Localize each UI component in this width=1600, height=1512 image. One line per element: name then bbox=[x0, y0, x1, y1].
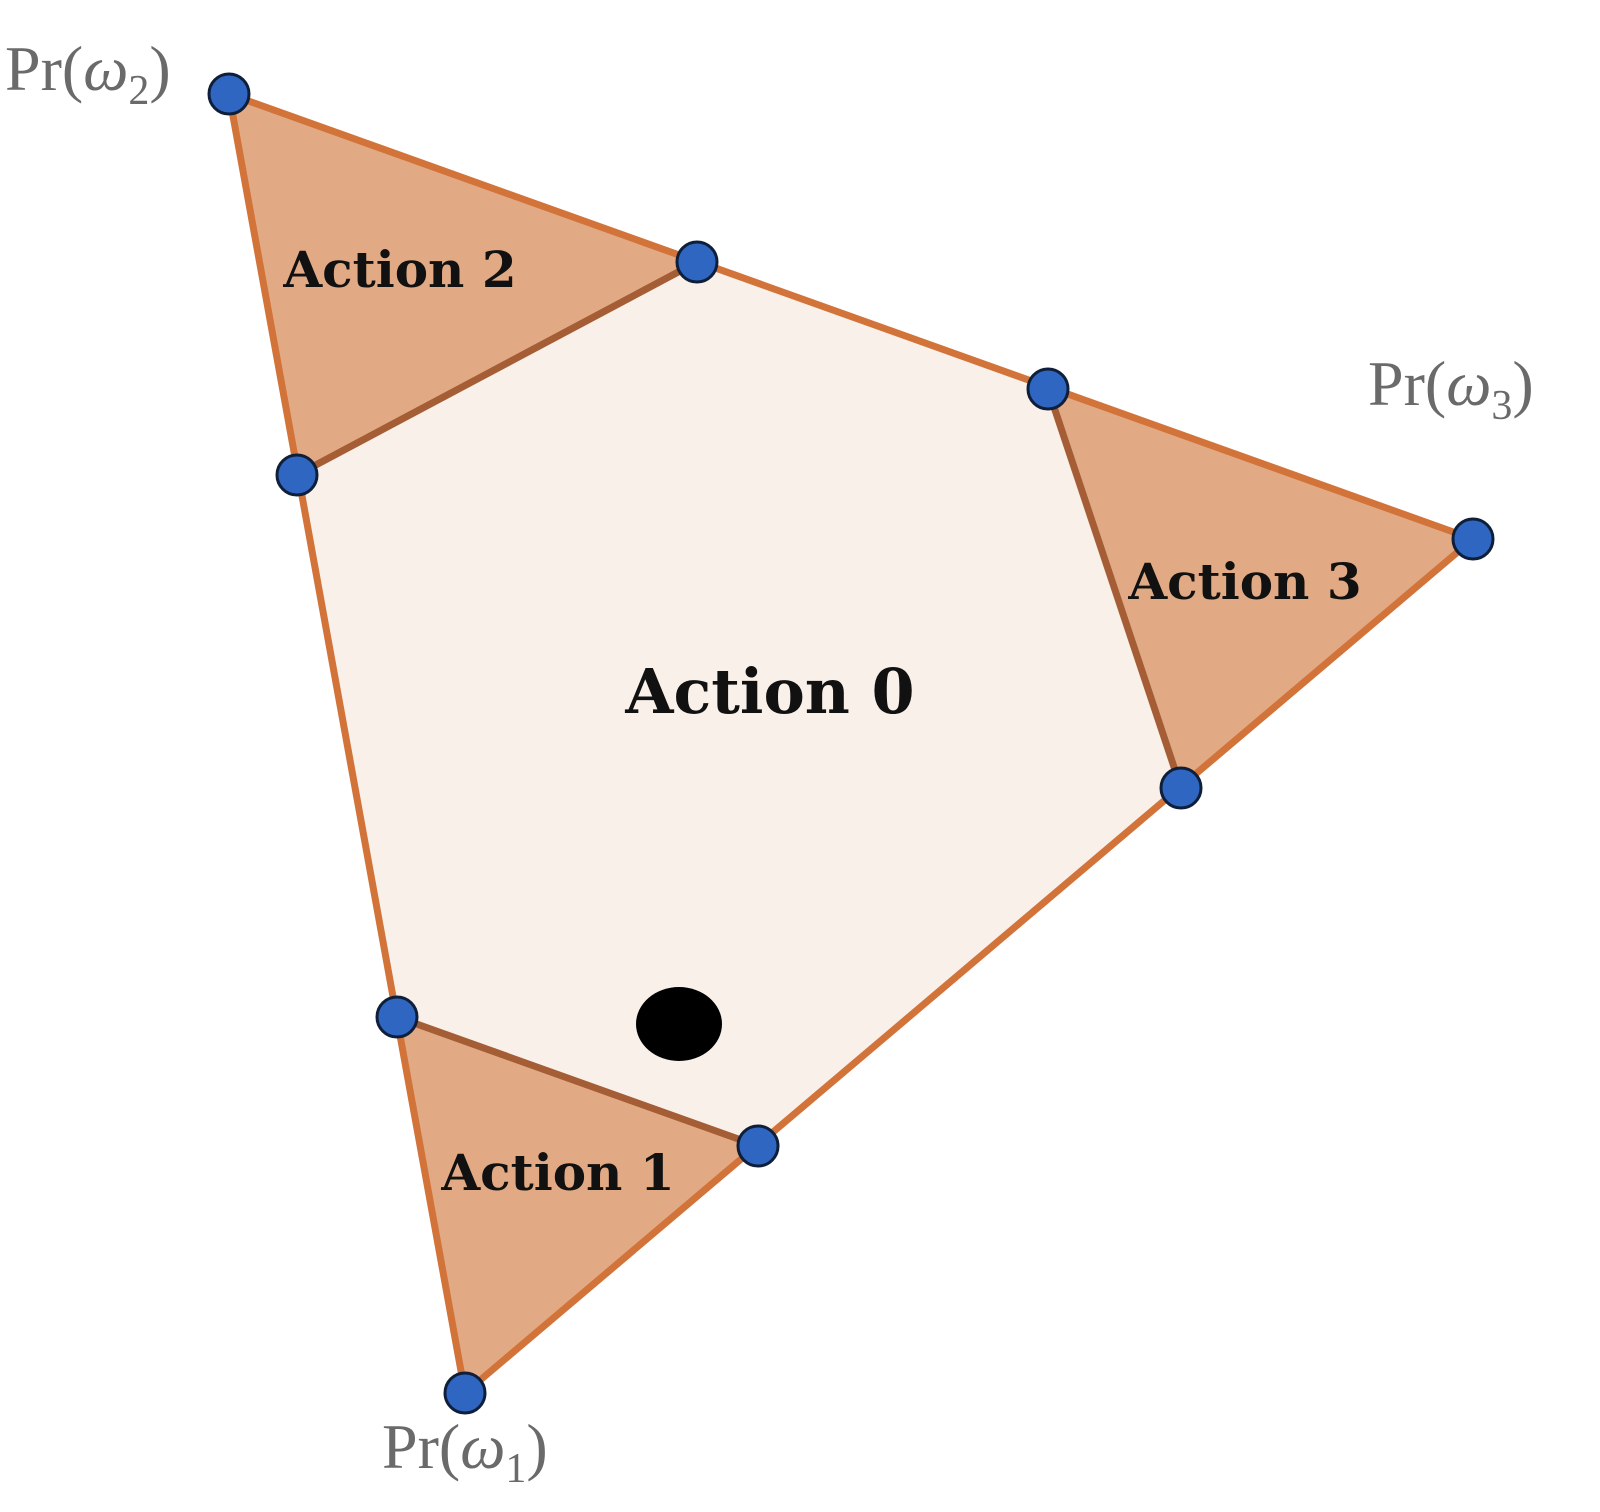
divider-action-2 bbox=[295, 258, 699, 479]
region-action-3 bbox=[1048, 389, 1473, 788]
vertex-label-omega3: Pr(ω3) bbox=[1368, 348, 1534, 429]
vertex-label-omega2: Pr(ω2) bbox=[5, 33, 171, 114]
divider-action-1 bbox=[395, 1013, 760, 1150]
boundary-points bbox=[207, 72, 1495, 1415]
boundary-point bbox=[275, 453, 319, 497]
label-action-2: Action 2 bbox=[282, 240, 516, 299]
boundary-point bbox=[375, 995, 419, 1039]
vertex-point-omega2 bbox=[207, 72, 251, 116]
divider-action-3 bbox=[1044, 387, 1185, 790]
label-action-1: Action 1 bbox=[440, 1143, 674, 1202]
region-action-0 bbox=[297, 262, 1181, 1146]
vertex-point-omega3 bbox=[1451, 517, 1495, 561]
region-action-1 bbox=[397, 1017, 758, 1393]
vertex-point-omega1 bbox=[443, 1371, 487, 1415]
vertex-label-omega1: Pr(ω1) bbox=[382, 1411, 548, 1492]
boundary-point bbox=[675, 240, 719, 284]
region-action-2 bbox=[229, 94, 697, 475]
boundary-point bbox=[1159, 766, 1203, 810]
boundary-point bbox=[736, 1124, 780, 1168]
simplex-outline bbox=[225, 90, 1477, 1397]
label-action-0: Action 0 bbox=[624, 655, 914, 728]
label-action-3: Action 3 bbox=[1127, 552, 1361, 611]
boundary-point bbox=[1026, 367, 1070, 411]
belief-marker bbox=[636, 987, 722, 1061]
